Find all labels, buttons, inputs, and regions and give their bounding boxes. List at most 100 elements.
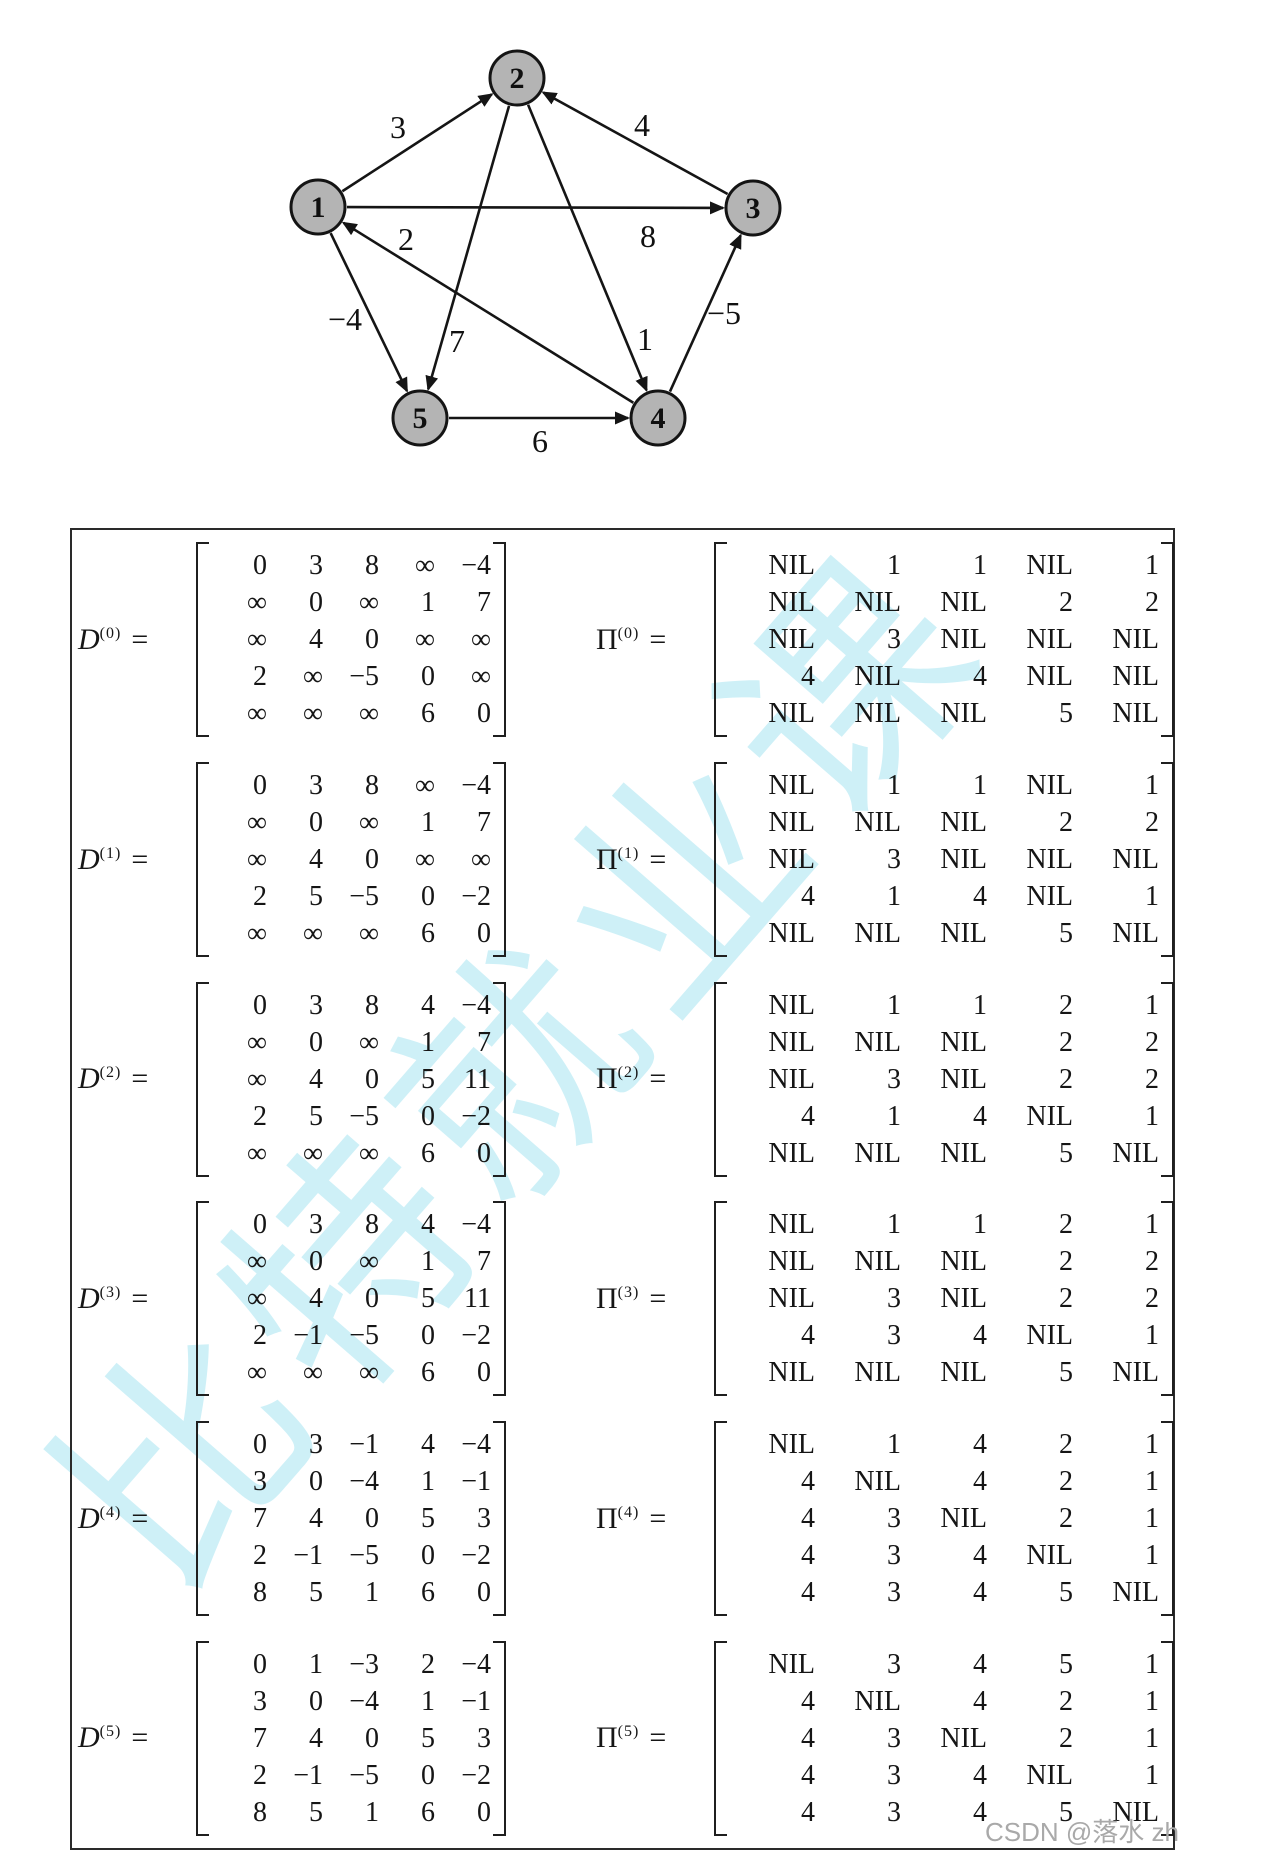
pi0-cell-0-4: 1 [1145,550,1159,582]
d3-cell-2-0: ∞ [247,1283,267,1315]
pi3-cell-2-3: 2 [1059,1283,1073,1315]
right-bracket [493,981,506,1177]
pi4-cell-4-4: NIL [1112,1577,1159,1609]
d5-cell-1-1: 0 [309,1685,323,1717]
d0-cell-0-1: 3 [309,550,323,582]
left-bracket [714,1640,727,1836]
d5-cell-1-0: 3 [253,1685,267,1717]
d1-cell-0-1: 3 [309,770,323,801]
pi0-cell-3-3: NIL [1026,661,1073,693]
d4-cell-0-0: 0 [253,1429,267,1461]
edge-1-to-3 [346,201,726,215]
pi2-cell-1-2: NIL [940,1026,987,1058]
pi4-cell-2-1: 3 [887,1503,901,1535]
d4-cell-0-4: −4 [461,1429,491,1461]
pi5-cell-0-2: 4 [973,1648,987,1680]
pi5-cell-4-3: 5 [1059,1796,1073,1828]
pi2-cell-3-4: 1 [1145,1100,1159,1132]
d4-cell-4-1: 5 [309,1577,323,1609]
pi-matrix-label-5: Π(5)= [596,1721,667,1755]
d-matrix-label-3: D(3)= [78,1281,149,1315]
d1-cell-0-4: −4 [461,770,491,801]
pi0-cell-1-0: NIL [768,587,815,619]
pi2-cell-3-1: 1 [887,1100,901,1132]
edge-2-to-5 [425,105,511,392]
d3-cell-0-0: 0 [253,1209,267,1241]
csdn-credit-watermark: CSDN @落水 zh [985,1817,1179,1847]
d5-cell-4-3: 6 [421,1796,435,1828]
d4-cell-3-3: 0 [421,1540,435,1572]
pi0-cell-0-3: NIL [1026,550,1073,582]
graph-node-label-1: 1 [311,191,326,224]
pi0-cell-3-2: 4 [973,661,987,693]
pi2-cell-4-0: NIL [768,1137,815,1169]
pi-matrix-label-3: Π(3)= [596,1281,667,1315]
d4-cell-4-4: 0 [477,1577,491,1609]
pi0-cell-2-0: NIL [768,624,815,656]
d5-cell-0-0: 0 [253,1648,267,1680]
pi3-cell-3-3: NIL [1026,1320,1073,1352]
d0-cell-4-0: ∞ [247,698,267,730]
pi2-cell-1-4: 2 [1145,1026,1159,1058]
pi4-cell-4-0: 4 [801,1577,815,1609]
d0-cell-3-1: ∞ [303,661,323,693]
d2-cell-1-4: 7 [477,1026,491,1058]
pi2-cell-2-0: NIL [768,1063,815,1095]
pi1-cell-4-4: NIL [1112,918,1159,949]
d4-cell-4-0: 8 [253,1577,267,1609]
pi3-cell-2-4: 2 [1145,1283,1159,1315]
pi4-cell-2-3: 2 [1059,1503,1073,1535]
d3-cell-1-2: ∞ [359,1246,379,1278]
pi3-cell-0-0: NIL [768,1209,815,1241]
pi1-cell-3-4: 1 [1145,881,1159,912]
d5-cell-1-4: −1 [461,1685,491,1717]
d3-cell-3-2: −5 [349,1320,379,1352]
graph-node-2 [488,49,546,107]
pi1-cell-4-0: NIL [768,918,815,949]
d1-cell-4-1: ∞ [303,918,323,949]
d-matrix-label-2: D(2)= [78,1062,149,1096]
pi2-cell-3-3: NIL [1026,1100,1073,1132]
d4-cell-3-1: −1 [293,1540,323,1572]
d3-cell-2-2: 0 [365,1283,379,1315]
pi1-cell-0-4: 1 [1145,770,1159,801]
d0-cell-1-3: 1 [421,587,435,619]
d5-cell-4-0: 8 [253,1796,267,1828]
pi4-cell-0-3: 2 [1059,1429,1073,1461]
pi1-cell-2-3: NIL [1026,844,1073,875]
d0-cell-2-0: ∞ [247,624,267,656]
pi3-cell-3-2: 4 [973,1320,987,1352]
pi0-cell-2-1: 3 [887,624,901,656]
pi0-cell-4-1: NIL [854,698,901,730]
d5-cell-0-2: −3 [349,1648,379,1680]
d1-cell-2-4: ∞ [471,844,491,875]
right-bracket [493,1640,506,1836]
d1-cell-2-1: 4 [309,844,323,875]
pi0-cell-2-4: NIL [1112,624,1159,656]
d1-cell-4-4: 0 [477,918,491,949]
edge-4-to-3 [668,233,742,393]
d1-cell-3-0: 2 [253,881,267,912]
d5-cell-0-4: −4 [461,1648,491,1680]
pi3-cell-4-3: 5 [1059,1357,1073,1389]
d4-cell-3-0: 2 [253,1540,267,1572]
pi4-cell-3-3: NIL [1026,1540,1073,1572]
d1-cell-4-3: 6 [421,918,435,949]
pi2-cell-0-4: 1 [1145,989,1159,1021]
graph-node-3 [724,179,782,237]
d0-cell-0-0: 0 [253,550,267,582]
d2-cell-0-3: 4 [421,989,435,1021]
